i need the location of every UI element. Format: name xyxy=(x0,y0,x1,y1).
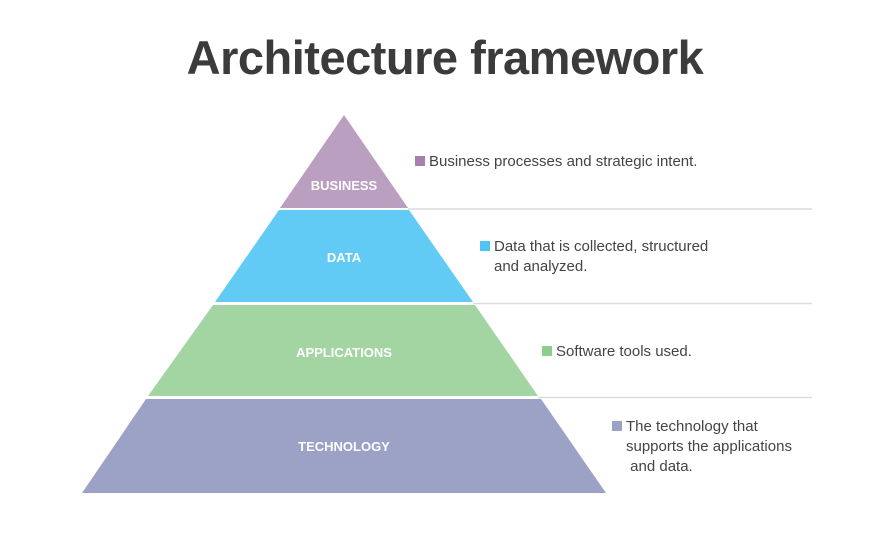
data-legend-square-icon xyxy=(480,241,490,251)
diagram-title: Architecture framework xyxy=(186,31,704,84)
layer-data-shape xyxy=(215,210,473,302)
technology-legend-square-icon xyxy=(612,421,622,431)
layer-data-label: DATA xyxy=(326,250,362,265)
layer-business-label: BUSINESS xyxy=(310,178,378,193)
layer-data-description: Data that is collected, structured and a… xyxy=(480,237,708,277)
layer-technology-description: The technology that supports the applica… xyxy=(612,417,792,477)
applications-legend-square-icon xyxy=(542,346,552,356)
layer-technology-shape xyxy=(82,399,606,493)
layer-applications-label: APPLICATIONS xyxy=(296,345,392,360)
description-text: Software tools used. xyxy=(556,343,692,360)
description-text: Data that is collected, structured xyxy=(494,238,709,255)
layer-applications-description: Software tools used. xyxy=(542,342,692,362)
business-legend-square-icon xyxy=(415,156,425,166)
description-text: and data. xyxy=(626,458,693,475)
description-text: Business processes and strategic intent. xyxy=(429,153,698,170)
layer-technology-label: TECHNOLOGY xyxy=(298,439,390,454)
description-text: and analyzed. xyxy=(494,258,588,275)
description-text: supports the applications xyxy=(626,438,792,455)
description-text: The technology that xyxy=(626,418,758,435)
layer-applications-shape xyxy=(148,305,538,396)
layer-business-shape xyxy=(280,115,408,208)
layer-business-description: Business processes and strategic intent. xyxy=(415,152,697,172)
